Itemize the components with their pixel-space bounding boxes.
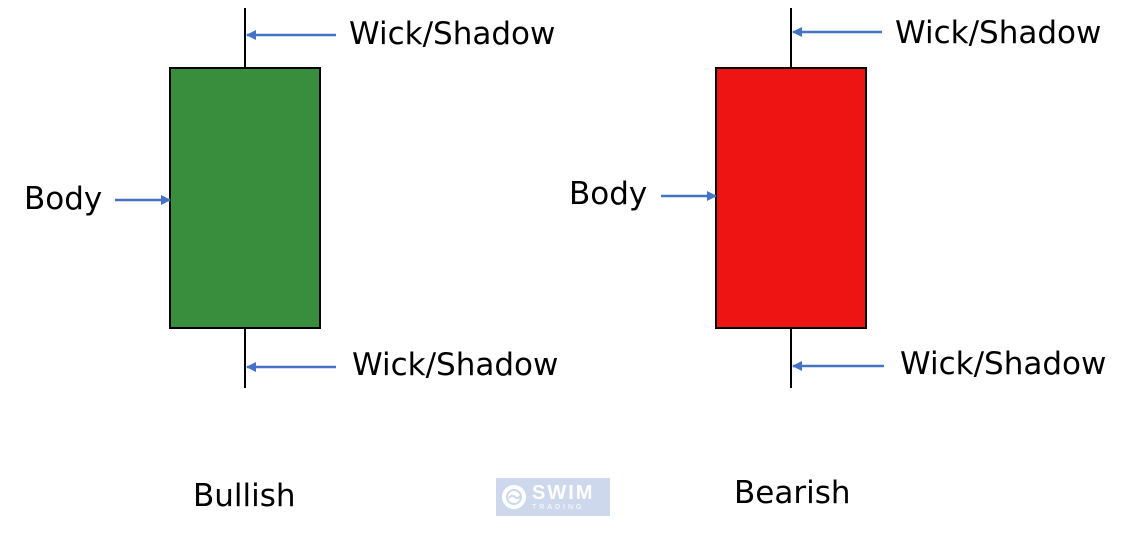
bullish-caption: Bullish (193, 478, 296, 514)
swim-wave-icon (502, 485, 526, 509)
pointer-arrows (115, 27, 884, 372)
bullish-candle-body (169, 67, 321, 329)
logo-sub-text: TRADING (532, 504, 585, 511)
bullish-body-label: Body (24, 181, 103, 217)
bullish-candle (169, 8, 321, 388)
bullish-lower-wick-label: Wick/Shadow (352, 347, 559, 383)
bearish-candle-body (715, 67, 867, 329)
logo-main-text: SWIM (532, 482, 595, 504)
bearish-caption: Bearish (734, 475, 851, 511)
bullish-upper-wick-label: Wick/Shadow (349, 16, 556, 52)
bearish-upper-wick-label: Wick/Shadow (895, 15, 1102, 51)
bearish-candle (715, 8, 867, 388)
bearish-body-label: Body (569, 176, 648, 212)
bearish-lower-wick-label: Wick/Shadow (900, 346, 1107, 382)
swim-trading-logo: SWIM TRADING (496, 478, 610, 516)
